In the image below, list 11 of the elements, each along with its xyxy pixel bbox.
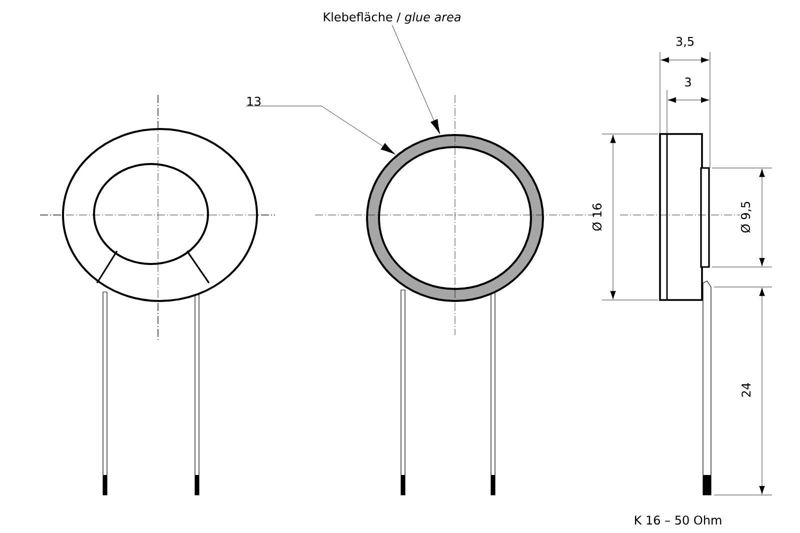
- model-label: K 16 – 50 Ohm: [634, 515, 722, 525]
- dimension-label: Ø 9,5: [740, 202, 752, 233]
- glue-ring: [366, 134, 544, 302]
- dimension-label: Ø 16: [592, 204, 602, 231]
- callout-number: 13: [248, 96, 260, 106]
- dimension-label: 3,5: [676, 36, 694, 48]
- leader-line: [392, 24, 440, 134]
- dimension-label: 24: [742, 383, 750, 397]
- dimension-label: 3: [685, 77, 691, 87]
- leader-line: [246, 106, 396, 154]
- callout-label: Klebefläche / glue area: [324, 12, 460, 24]
